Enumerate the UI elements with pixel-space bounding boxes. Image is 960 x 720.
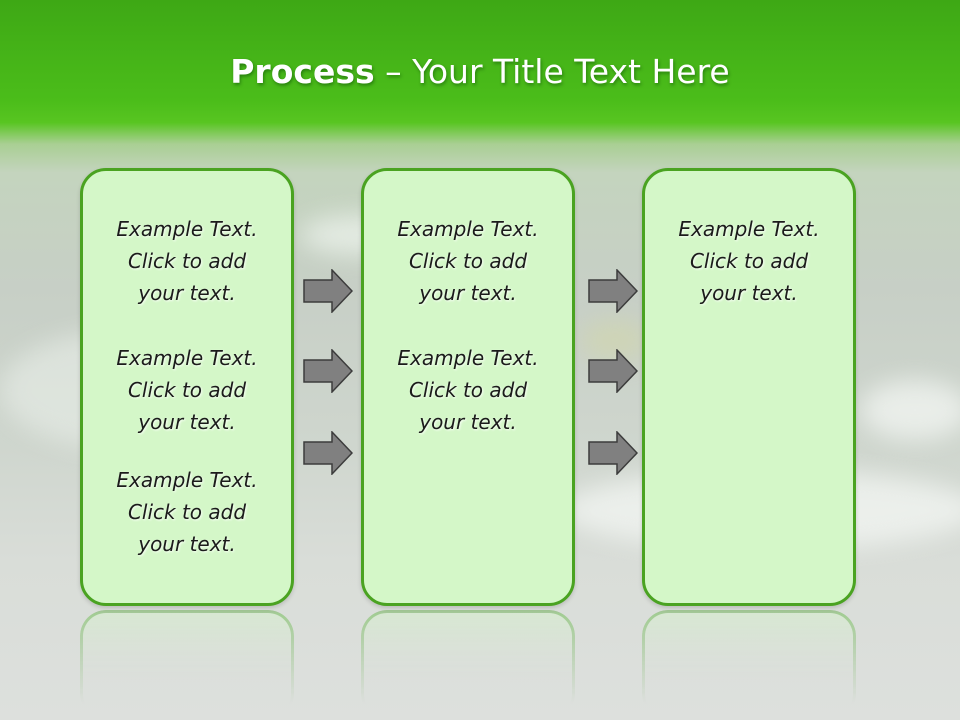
text-placeholder[interactable]: Example Text. Click to add your text. bbox=[397, 217, 539, 305]
text-placeholder[interactable]: Example Text. Click to add your text. bbox=[678, 217, 820, 305]
process-box-2[interactable]: Example Text. Click to add your text. Ex… bbox=[361, 168, 575, 606]
right-arrow-icon bbox=[303, 349, 353, 393]
text-placeholder[interactable]: Example Text. Click to add your text. bbox=[397, 346, 539, 434]
text-placeholder[interactable]: Example Text. Click to add your text. bbox=[116, 217, 258, 305]
process-box-3[interactable]: Example Text. Click to add your text. bbox=[642, 168, 856, 606]
title-bold: Process bbox=[230, 52, 375, 91]
process-box-1[interactable]: Example Text. Click to add your text. Ex… bbox=[80, 168, 294, 606]
right-arrow-icon bbox=[303, 269, 353, 313]
title-rest: – Your Title Text Here bbox=[374, 52, 730, 91]
text-placeholder[interactable]: Example Text. Click to add your text. bbox=[116, 468, 258, 556]
right-arrow-icon bbox=[588, 431, 638, 475]
slide-title[interactable]: Process – Your Title Text Here bbox=[0, 52, 960, 91]
right-arrow-icon bbox=[303, 431, 353, 475]
box-reflection bbox=[361, 610, 575, 720]
background-blur bbox=[580, 320, 650, 360]
box-reflection bbox=[642, 610, 856, 720]
text-placeholder[interactable]: Example Text. Click to add your text. bbox=[116, 346, 258, 434]
right-arrow-icon bbox=[588, 269, 638, 313]
right-arrow-icon bbox=[588, 349, 638, 393]
box-reflection bbox=[80, 610, 294, 720]
background-blur bbox=[860, 380, 960, 440]
